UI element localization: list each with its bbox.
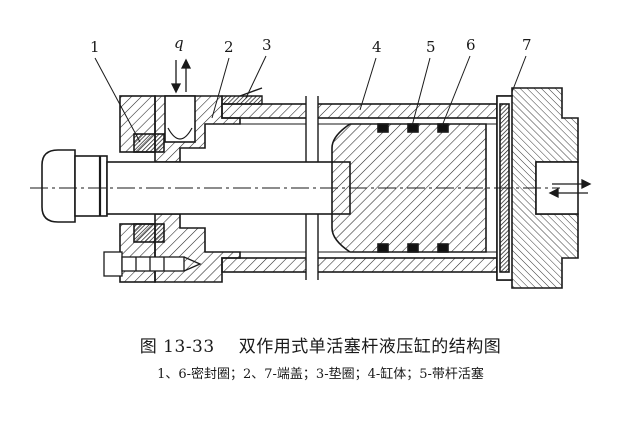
tie-bolt — [103, 251, 202, 277]
callout-2: 2 — [224, 38, 234, 56]
figure-caption: 图 13-33 双作用式单活塞杆液压缸的结构图 — [0, 332, 641, 357]
callout-4: 4 — [372, 38, 382, 56]
leader-lines — [94, 55, 527, 143]
callout-7: 7 — [522, 36, 532, 54]
figure-legend: 1、6-密封圈；2、7-端盖；3-垫圈；4-缸体；5-带杆活塞 — [157, 367, 484, 382]
callout-1: 1 — [90, 38, 100, 56]
figure-number: 图 13-33 — [139, 337, 215, 357]
callout-6: 6 — [466, 36, 476, 54]
flow-arrow-right — [548, 178, 592, 199]
gland-seal — [119, 95, 165, 283]
flow-arrow-left — [170, 58, 192, 94]
callout-5: 5 — [426, 38, 436, 56]
washer — [221, 87, 263, 105]
callout-q: q — [174, 34, 184, 52]
hydraulic-cylinder-diagram: 1 q 2 3 4 5 6 7 — [30, 34, 592, 289]
callout-3: 3 — [262, 36, 272, 54]
figure-title: 双作用式单活塞杆液压缸的结构图 — [238, 337, 502, 357]
piston-rod — [41, 149, 351, 223]
